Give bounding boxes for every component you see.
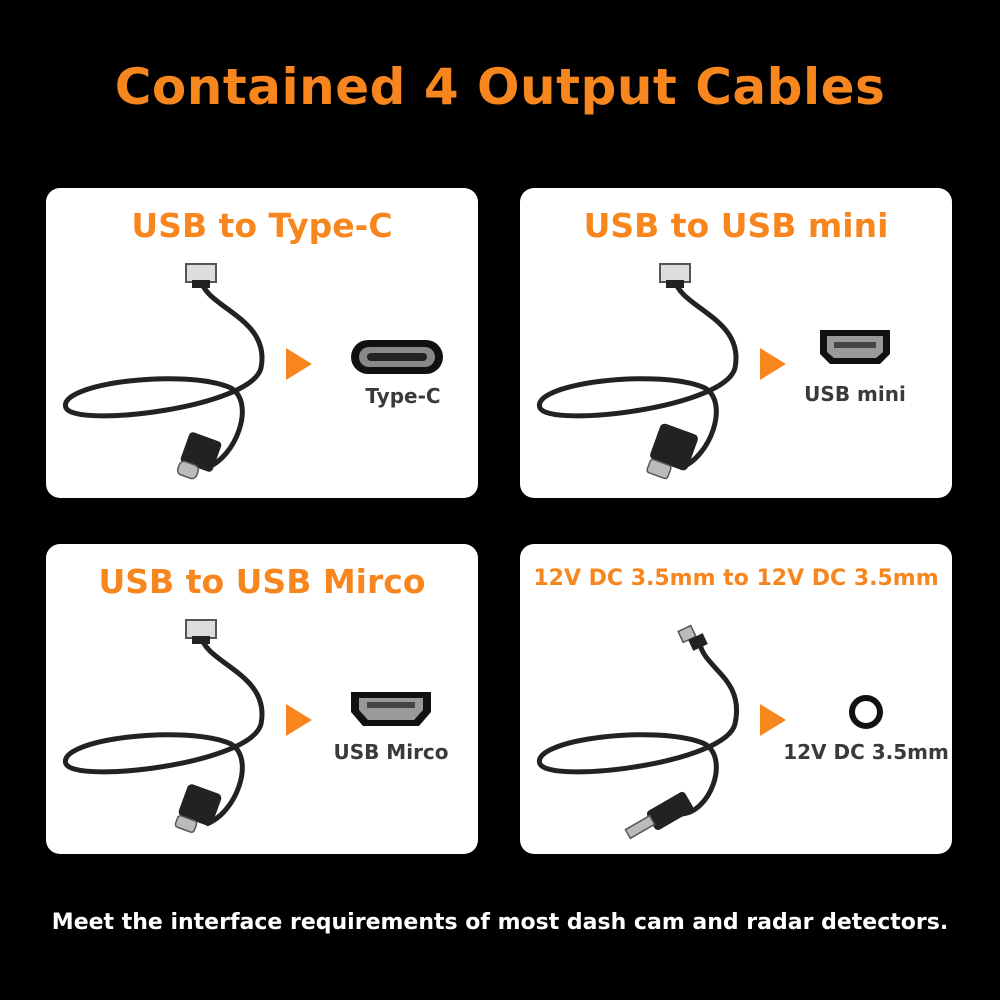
port-label: 12V DC 3.5mm	[783, 740, 949, 764]
page-title: Contained 4 Output Cables	[114, 58, 886, 116]
footer-tagline: Meet the interface requirements of most …	[51, 910, 949, 935]
card-12v-dc: 12V DC 3.5mm to 12V DC 3.5mm 12V DC 3.5m…	[520, 544, 952, 854]
type-c-port-icon	[351, 340, 443, 374]
card-title: USB to USB mini	[583, 206, 889, 245]
arrow-right-icon	[760, 348, 786, 380]
cable-usb-mini-image	[537, 263, 739, 480]
card-usb-mini: USB to USB mini USB mini	[520, 188, 952, 498]
arrow-right-icon	[760, 704, 786, 736]
card-usb-micro: USB to USB Mirco USB Mirco	[46, 544, 478, 854]
dc-port-icon	[849, 695, 883, 729]
card-title: 12V DC 3.5mm to 12V DC 3.5mm	[533, 566, 939, 591]
cable-usb-micro-image	[63, 619, 265, 833]
cable-type-c-image	[63, 263, 265, 480]
cable-dc-image	[537, 624, 740, 840]
card-title: USB to USB Mirco	[98, 562, 426, 601]
arrow-right-icon	[286, 704, 312, 736]
card-title: USB to Type-C	[131, 206, 393, 245]
port-label: USB Mirco	[333, 740, 449, 764]
arrow-right-icon	[286, 348, 312, 380]
usb-mini-port-icon	[820, 330, 890, 364]
card-usb-type-c: USB to Type-C Type-C	[46, 188, 478, 498]
port-label: Type-C	[365, 384, 441, 408]
usb-micro-port-icon	[351, 692, 431, 726]
port-label: USB mini	[804, 382, 906, 406]
